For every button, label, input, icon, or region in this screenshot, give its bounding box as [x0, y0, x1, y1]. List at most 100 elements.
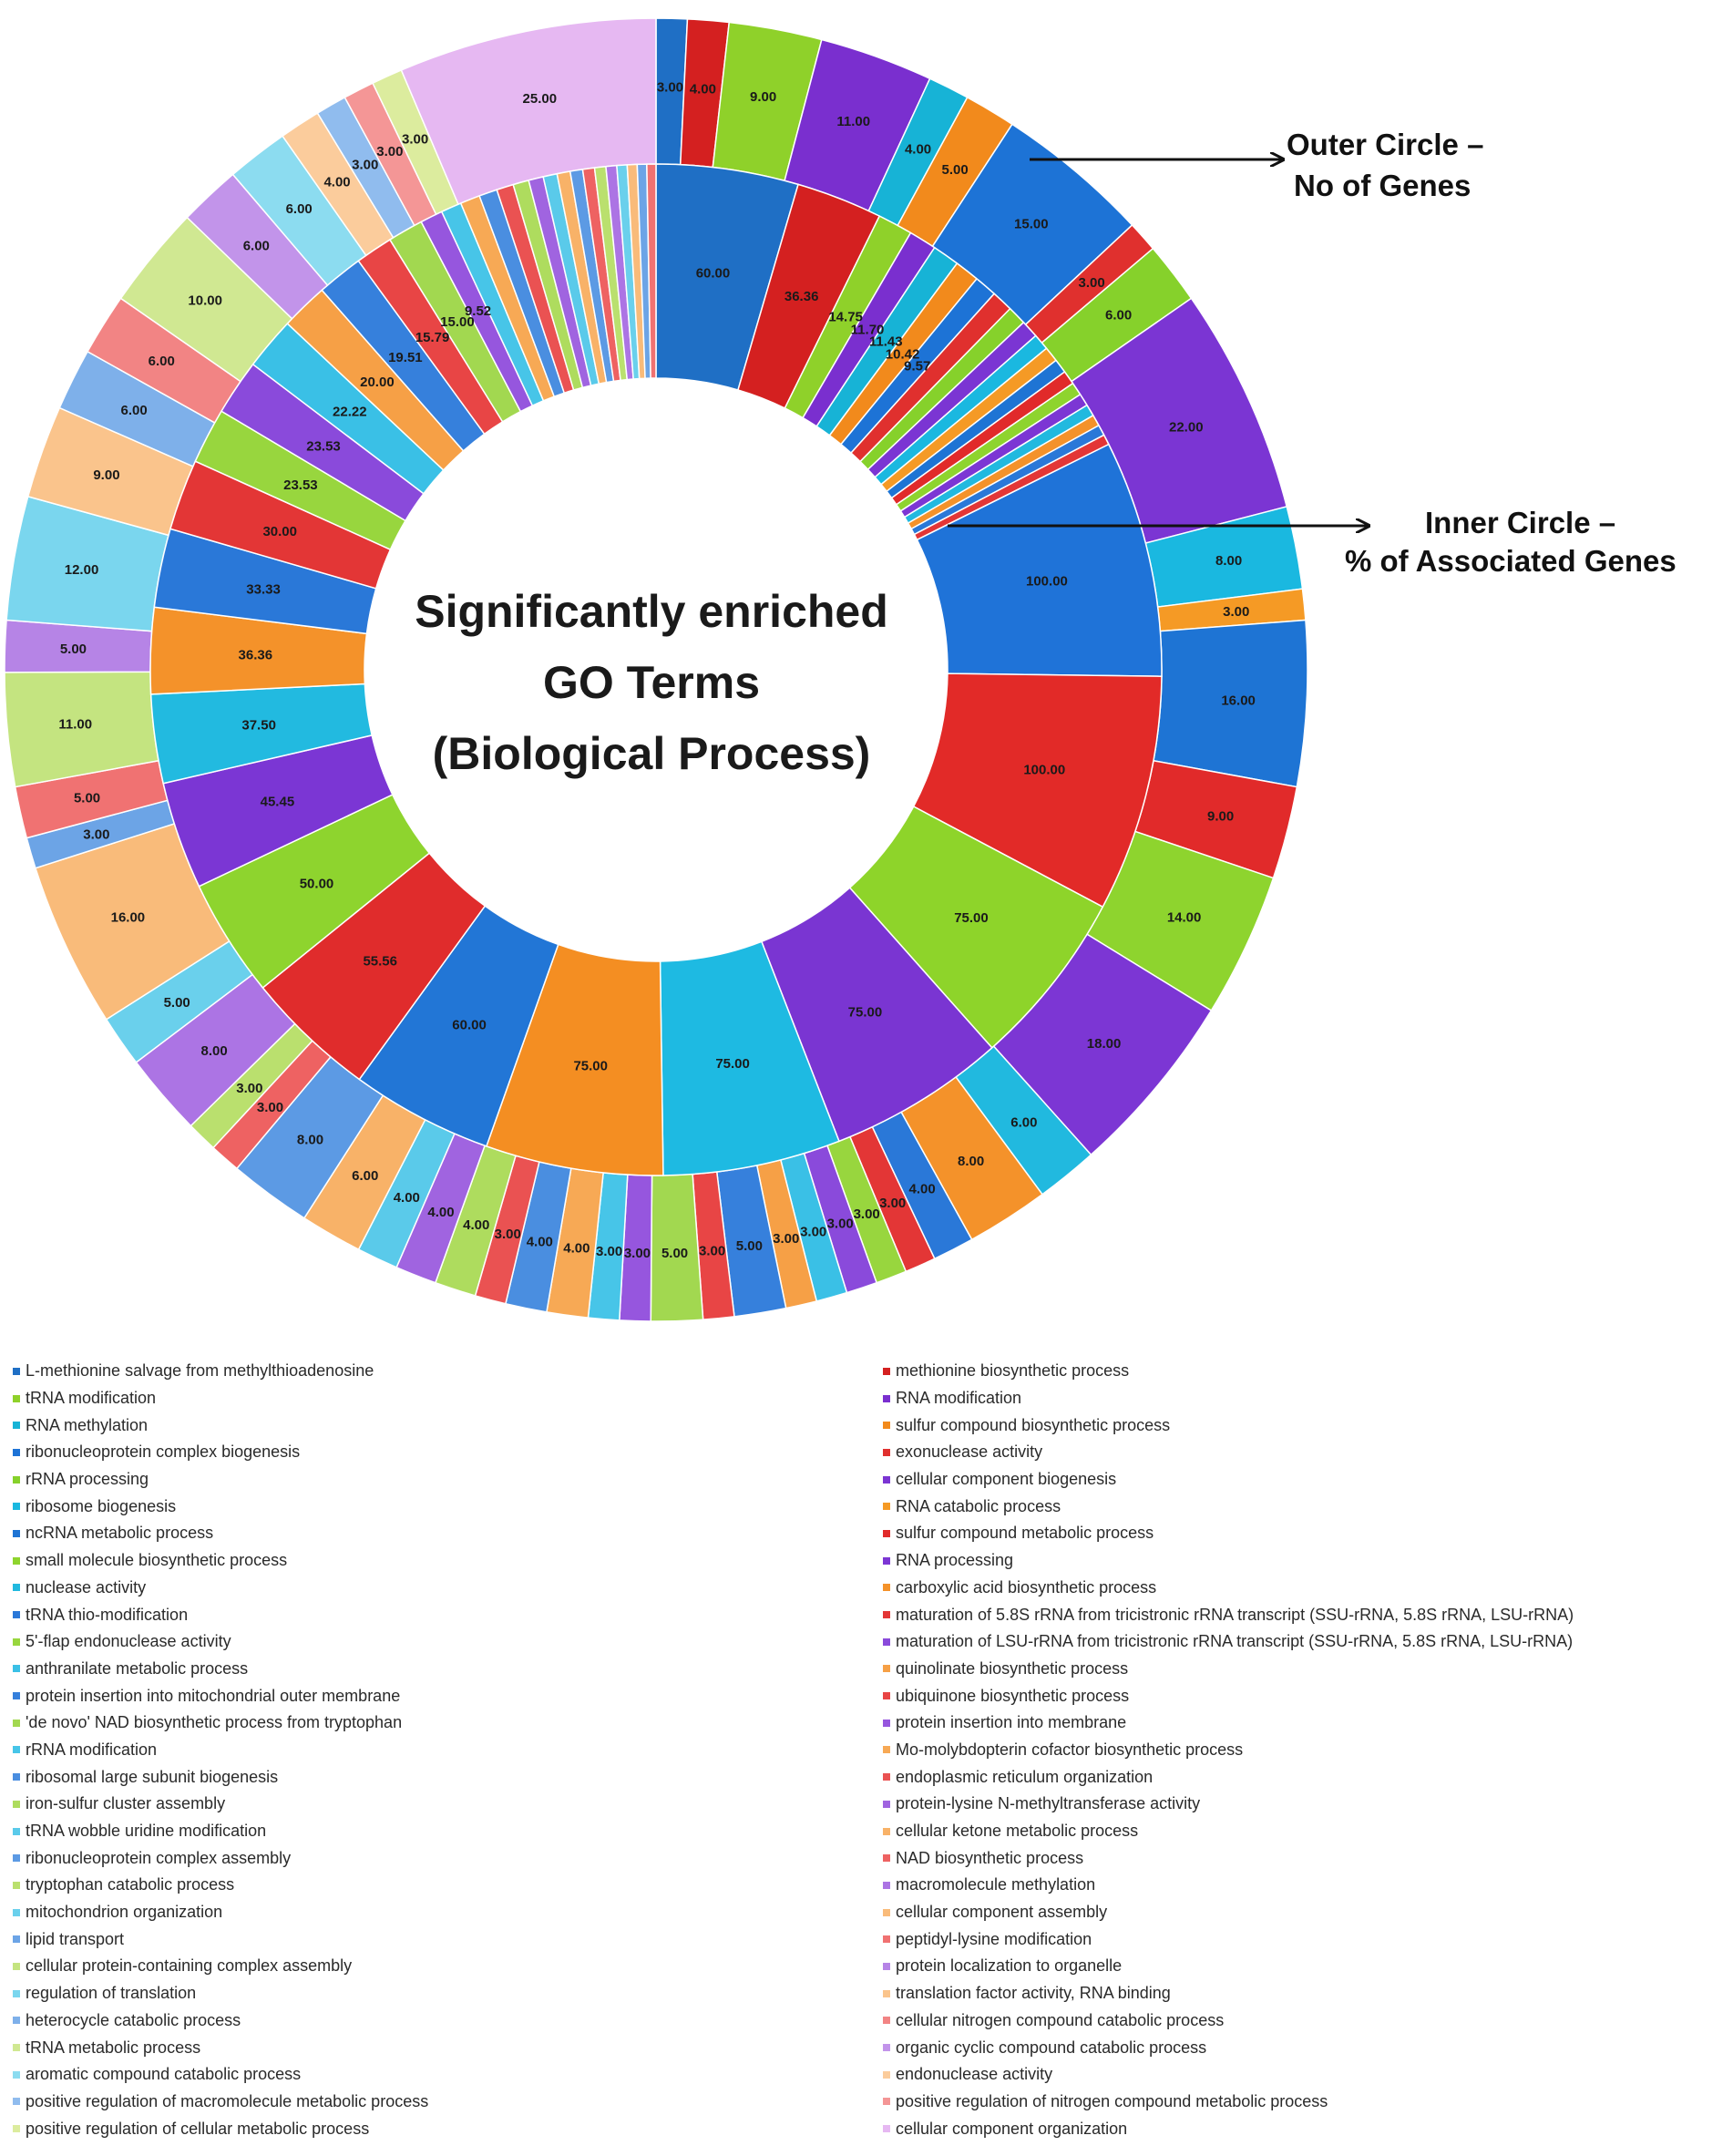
legend-label: cellular component organization	[896, 2119, 1128, 2138]
legend-item: Mo-molybdopterin cofactor biosynthetic p…	[883, 1737, 1733, 1764]
legend-label: cellular component biogenesis	[896, 1470, 1117, 1489]
legend-label: rRNA modification	[26, 1740, 158, 1759]
inner-ring-value-label: 11.43	[869, 334, 903, 350]
legend-label: endonuclease activity	[896, 2065, 1053, 2084]
legend-item: RNA modification	[883, 1385, 1733, 1412]
inner-ring-value-label: 19.51	[388, 350, 423, 365]
legend-swatch	[13, 1529, 20, 1537]
outer-ring-value-label: 6.00	[1010, 1115, 1037, 1131]
legend-swatch	[883, 1503, 890, 1511]
center-title-line-1: Significantly enriched	[415, 586, 888, 637]
legend-item: cellular component organization	[883, 2115, 1733, 2142]
outer-ring-value-label: 22.00	[1169, 420, 1204, 436]
outer-ring-value-label: 8.00	[200, 1043, 227, 1059]
legend-item: tRNA thio-modification	[13, 1601, 878, 1628]
legend-swatch	[13, 1881, 20, 1889]
legend-swatch	[13, 1827, 20, 1835]
legend-label: 'de novo' NAD biosynthetic process from …	[26, 1713, 403, 1732]
legend-swatch	[13, 1719, 20, 1727]
legend-label: peptidyl-lysine modification	[896, 1929, 1092, 1948]
inner-ring-value-label: 55.56	[363, 954, 397, 970]
outer-ring-value-label: 3.00	[236, 1081, 262, 1096]
outer-ring-value-label: 3.00	[495, 1227, 521, 1242]
inner-ring-value-label: 45.45	[261, 795, 295, 810]
legend-label: ribosomal large subunit biogenesis	[26, 1767, 279, 1786]
outer-ring-value-label: 10.00	[188, 293, 222, 308]
inner-ring-value-label: 10.42	[886, 346, 920, 362]
legend: L-methionine salvage from methylthioaden…	[13, 1358, 1726, 2151]
legend-label: ribonucleoprotein complex biogenesis	[26, 1442, 301, 1462]
legend-label: tRNA metabolic process	[26, 2038, 201, 2057]
legend-label: heterocycle catabolic process	[26, 2010, 241, 2029]
legend-item: carboxylic acid biosynthetic process	[883, 1575, 1733, 1602]
inner-ring-value-label: 100.00	[1023, 762, 1065, 777]
legend-label: tryptophan catabolic process	[26, 1875, 235, 1894]
outer-ring-value-label: 11.00	[58, 716, 92, 732]
legend-label: tRNA modification	[26, 1389, 157, 1408]
legend-swatch	[13, 1556, 20, 1565]
outer-ring-value-label: 16.00	[111, 910, 146, 926]
legend-swatch	[883, 1665, 890, 1673]
legend-item: maturation of 5.8S rRNA from tricistroni…	[883, 1601, 1733, 1628]
legend-label: anthranilate metabolic process	[26, 1658, 249, 1678]
legend-item: organic cyclic compound catabolic proces…	[883, 2034, 1733, 2061]
legend-swatch	[883, 1773, 890, 1781]
legend-label: RNA methylation	[26, 1415, 149, 1434]
outer-ring-value-label: 4.00	[563, 1240, 590, 1256]
legend-swatch	[13, 1854, 20, 1863]
outer-ring-value-label: 18.00	[1087, 1036, 1122, 1052]
outer-ring-value-label: 6.00	[1105, 307, 1132, 323]
legend-label: protein-lysine N-methyltransferase activ…	[896, 1794, 1201, 1813]
inner-ring-value-label: 33.33	[246, 581, 281, 597]
legend-item: ribosome biogenesis	[13, 1493, 878, 1520]
legend-swatch	[883, 2098, 890, 2106]
legend-label: protein localization to organelle	[896, 1956, 1123, 1976]
outer-ring-value-label: 4.00	[690, 81, 716, 97]
legend-item: protein insertion into membrane	[883, 1709, 1733, 1737]
outer-ring-value-label: 9.00	[1207, 809, 1234, 825]
legend-swatch	[13, 2125, 20, 2133]
legend-label: lipid transport	[26, 1929, 125, 1948]
legend-label: cellular ketone metabolic process	[896, 1822, 1139, 1841]
legend-swatch	[883, 2017, 890, 2025]
legend-swatch	[13, 1962, 20, 1970]
legend-swatch	[883, 1881, 890, 1889]
legend-swatch	[13, 2017, 20, 2025]
outer-ring-value-label: 3.00	[376, 144, 403, 159]
legend-item: 'de novo' NAD biosynthetic process from …	[13, 1709, 878, 1737]
legend-swatch	[883, 1989, 890, 1997]
outer-ring-value-label: 3.00	[657, 79, 683, 95]
legend-item: translation factor activity, RNA binding	[883, 1980, 1733, 2007]
legend-label: organic cyclic compound catabolic proces…	[896, 2038, 1207, 2057]
legend-label: aromatic compound catabolic process	[26, 2065, 302, 2084]
legend-swatch	[13, 1989, 20, 1997]
legend-label: Mo-molybdopterin cofactor biosynthetic p…	[896, 1740, 1244, 1759]
legend-label: ribosome biogenesis	[26, 1496, 177, 1515]
legend-swatch	[883, 1854, 890, 1863]
legend-swatch	[883, 1746, 890, 1754]
legend-item: quinolinate biosynthetic process	[883, 1656, 1733, 1683]
legend-swatch	[883, 1448, 890, 1456]
legend-label: sulfur compound biosynthetic process	[896, 1415, 1171, 1434]
legend-item: RNA catabolic process	[883, 1493, 1733, 1520]
legend-swatch	[13, 2098, 20, 2106]
outer-ring-value-label: 3.00	[773, 1231, 799, 1247]
outer-ring-value-label: 8.00	[297, 1133, 323, 1148]
legend-item: peptidyl-lysine modification	[883, 1925, 1733, 1953]
inner-ring-value-label: 11.70	[851, 322, 885, 337]
outer-ring-value-label: 5.00	[661, 1246, 688, 1261]
inner-ring-value-label: 23.53	[283, 477, 318, 493]
legend-label: NAD biosynthetic process	[896, 1848, 1084, 1867]
legend-label: iron-sulfur cluster assembly	[26, 1794, 226, 1813]
legend-label: endoplasmic reticulum organization	[896, 1767, 1154, 1786]
legend-swatch	[883, 1475, 890, 1484]
legend-swatch	[883, 1962, 890, 1970]
legend-item: anthranilate metabolic process	[13, 1656, 878, 1683]
legend-item: cellular protein-containing complex asse…	[13, 1953, 878, 1980]
legend-item: sulfur compound metabolic process	[883, 1520, 1733, 1547]
legend-swatch	[13, 1611, 20, 1619]
outer-ring-value-label: 3.00	[800, 1225, 826, 1240]
outer-ring-value-label: 12.00	[65, 562, 99, 578]
legend-item: cellular component biogenesis	[883, 1466, 1733, 1494]
inner-ring-value-label: 20.00	[360, 375, 395, 390]
